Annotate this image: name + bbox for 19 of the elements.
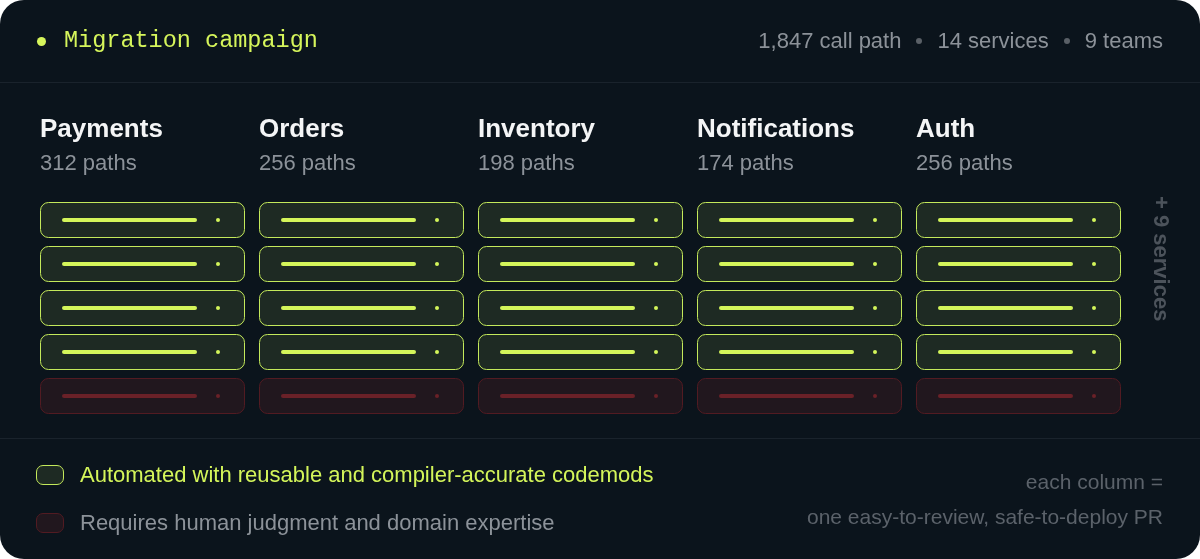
service-name: Inventory [478, 113, 596, 143]
note-text: one easy-to-review, safe-to-deploy PR [807, 504, 1163, 530]
service-name: Orders [259, 113, 345, 143]
stat-text: 9 teams [1084, 27, 1163, 55]
path-count: 256 paths [916, 149, 1013, 177]
stat-text: 14 services [937, 27, 1049, 55]
path-count: 312 paths [40, 149, 137, 177]
path-count: 174 paths [697, 149, 794, 177]
legend-text: Requires human judgment and domain expertise [80, 509, 555, 537]
more-services-note: + 9 services [1148, 196, 1174, 322]
path-count: 198 paths [478, 149, 575, 177]
stat-text: 1,847 call path [758, 27, 902, 55]
legend-text: Automated with reusable and compiler-accurate codemods [80, 461, 654, 489]
service-name: Notifications [697, 113, 855, 143]
service-name: Auth [916, 113, 976, 143]
path-count: 256 paths [259, 149, 356, 177]
campaign-title: Migration campaign [64, 26, 318, 56]
note-text: each column = [1025, 469, 1163, 495]
service-name: Payments [40, 113, 163, 143]
